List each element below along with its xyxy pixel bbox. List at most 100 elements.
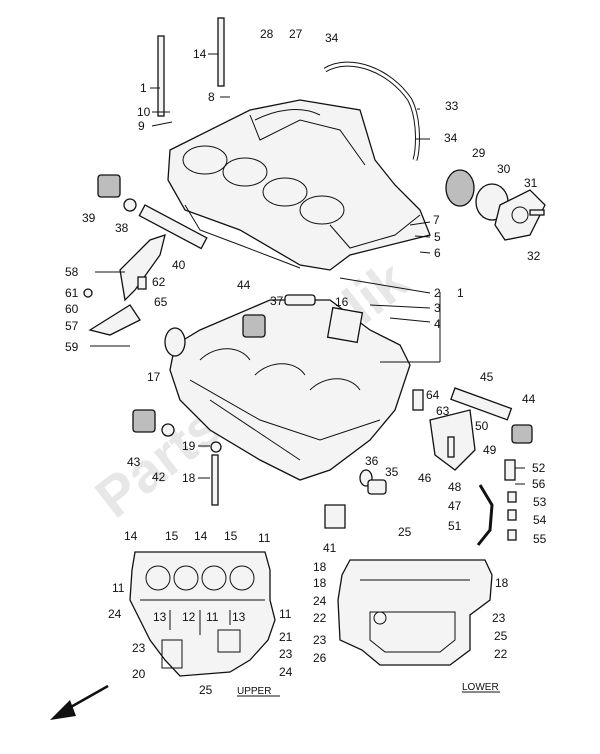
callout-34: 34 xyxy=(444,131,458,145)
upper-callout-15: 15 xyxy=(224,529,238,543)
callout-5: 5 xyxy=(434,230,441,244)
upper-callout-11: 11 xyxy=(279,607,292,621)
callout-6: 6 xyxy=(434,246,441,260)
callout-32: 32 xyxy=(527,249,541,263)
callout-45: 45 xyxy=(480,370,494,384)
callout-56: 56 xyxy=(532,477,546,491)
lower-caption: LOWER xyxy=(462,682,499,693)
callout-59: 59 xyxy=(65,340,79,354)
lower-callout-18: 18 xyxy=(495,576,509,590)
callout-61: 61 xyxy=(65,286,79,300)
upper-callout-24: 24 xyxy=(108,607,122,621)
callout-10: 10 xyxy=(137,105,151,119)
upper-callout-13: 13 xyxy=(153,610,167,624)
callout-14: 14 xyxy=(193,47,207,61)
lower-callout-18: 18 xyxy=(313,576,327,590)
callout-40: 40 xyxy=(172,258,186,272)
callout-33: 33 xyxy=(445,99,459,113)
upper-callout-11: 11 xyxy=(112,581,125,595)
upper-callout-11: 11 xyxy=(258,531,271,545)
lower-callout-18: 18 xyxy=(313,560,327,574)
callout-52: 52 xyxy=(532,461,546,475)
callout-28: 28 xyxy=(260,27,274,41)
lower-callout-22: 22 xyxy=(494,647,508,661)
upper-caption: UPPER xyxy=(237,686,271,697)
upper-callout-23: 23 xyxy=(279,647,293,661)
oil-filter-parts xyxy=(445,169,546,241)
callout-37: 37 xyxy=(270,294,284,308)
callout-44: 44 xyxy=(522,392,536,406)
lower-crankcase xyxy=(169,299,411,481)
lower-callout-23: 23 xyxy=(492,611,506,625)
callout-60: 60 xyxy=(65,302,79,316)
callout-1: 1 xyxy=(457,286,464,300)
callout-34: 34 xyxy=(325,31,339,45)
callout-49: 49 xyxy=(483,443,497,457)
upper-crankcase xyxy=(167,99,431,271)
callout-62: 62 xyxy=(152,275,166,289)
callout-47: 47 xyxy=(448,499,462,513)
callout-54: 54 xyxy=(533,513,547,527)
lower-callout-23: 23 xyxy=(313,633,327,647)
callout-57: 57 xyxy=(65,319,79,333)
callout-63: 63 xyxy=(436,404,450,418)
lower-callout-24: 24 xyxy=(313,594,327,608)
callout-48: 48 xyxy=(448,480,462,494)
lower-callout-26: 26 xyxy=(313,651,327,665)
callout-16: 16 xyxy=(335,295,349,309)
lower-callout-25: 25 xyxy=(494,629,508,643)
callout-43: 43 xyxy=(127,455,141,469)
callout-53: 53 xyxy=(533,495,547,509)
upper-callout-14: 14 xyxy=(194,529,208,543)
callout-17: 17 xyxy=(147,370,161,384)
callout-64: 64 xyxy=(426,388,440,402)
callout-4: 4 xyxy=(434,317,441,331)
callout-1: 1 xyxy=(140,81,147,95)
callout-39: 39 xyxy=(82,211,96,225)
callout-9: 9 xyxy=(138,119,145,133)
upper-callout-21: 21 xyxy=(279,630,293,644)
callout-19: 19 xyxy=(182,439,196,453)
lower-callout-22: 22 xyxy=(313,611,327,625)
callout-50: 50 xyxy=(475,419,489,433)
callout-7: 7 xyxy=(433,213,440,227)
callout-44: 44 xyxy=(237,278,251,292)
callout-42: 42 xyxy=(152,470,166,484)
upper-callout-24: 24 xyxy=(279,665,293,679)
callout-27: 27 xyxy=(289,27,303,41)
callout-65: 65 xyxy=(154,295,168,309)
upper-callout-20: 20 xyxy=(132,667,146,681)
upper-callout-25: 25 xyxy=(199,683,213,697)
upper-callout-12: 12 xyxy=(182,610,196,624)
upper-callout-11: 11 xyxy=(206,610,219,624)
callout-35: 35 xyxy=(385,465,399,479)
callout-36: 36 xyxy=(365,454,379,468)
callout-2: 2 xyxy=(434,286,441,300)
lower-inset: LOWER xyxy=(337,559,500,693)
lower-right-parts xyxy=(324,387,533,546)
upper-inset: UPPER xyxy=(129,551,280,697)
callout-51: 51 xyxy=(448,519,462,533)
callout-29: 29 xyxy=(472,146,486,160)
callout-8: 8 xyxy=(208,90,215,104)
callout-18: 18 xyxy=(182,471,196,485)
upper-callout-15: 15 xyxy=(165,529,179,543)
stud-bolts xyxy=(157,17,225,117)
leader-lines xyxy=(90,53,525,485)
callout-41: 41 xyxy=(323,541,337,555)
left-small-parts xyxy=(97,174,208,302)
callout-58: 58 xyxy=(65,265,79,279)
callout-55: 55 xyxy=(533,532,547,546)
lower-left-parts xyxy=(83,288,316,506)
upper-callout-23: 23 xyxy=(132,641,146,655)
callout-3: 3 xyxy=(434,301,441,315)
callout-labels: 1 14 28 27 34 8 10 9 33 34 29 30 31 39 3… xyxy=(65,27,547,697)
upper-callout-14: 14 xyxy=(124,529,138,543)
callout-31: 31 xyxy=(524,176,538,190)
front-arrow-icon xyxy=(50,684,109,720)
lower-callout-25: 25 xyxy=(398,525,412,539)
callout-46: 46 xyxy=(418,471,432,485)
callout-30: 30 xyxy=(497,162,511,176)
callout-38: 38 xyxy=(115,221,129,235)
